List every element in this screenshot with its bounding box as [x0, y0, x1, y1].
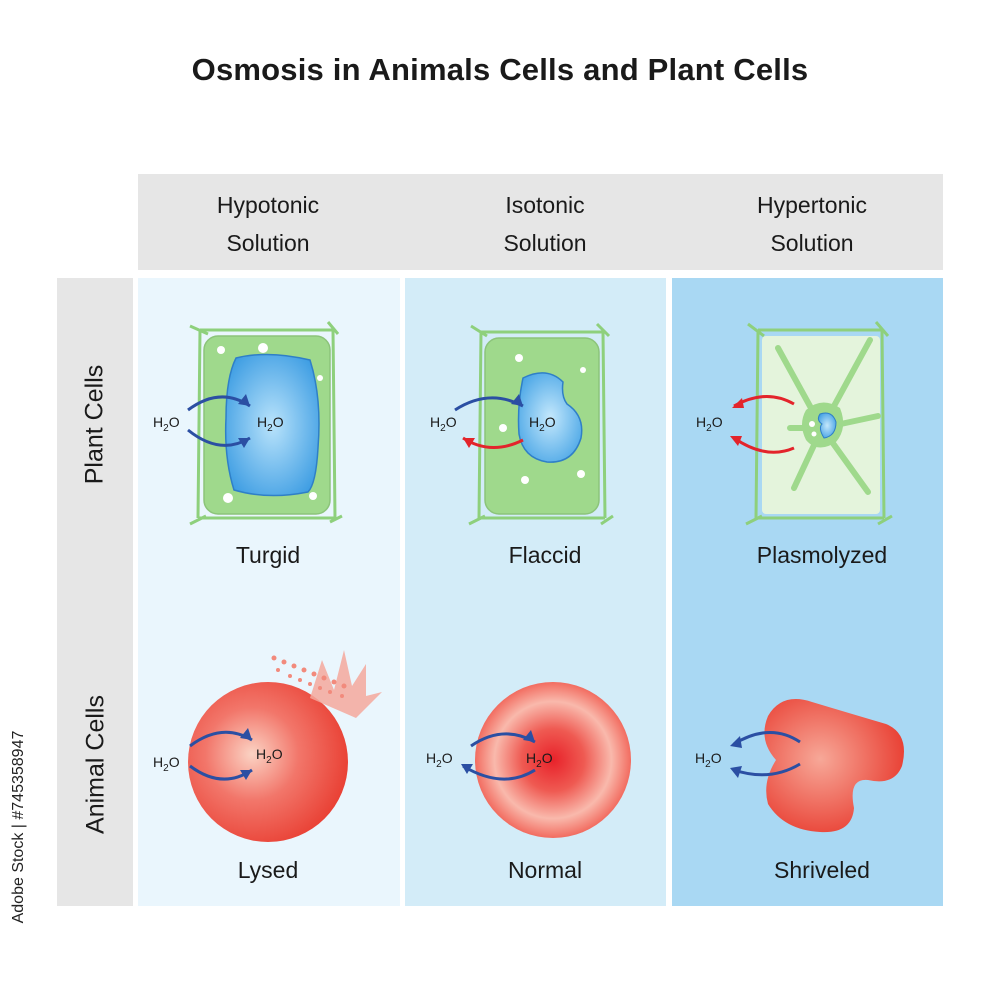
water-label: H2O: [426, 750, 453, 770]
normal-animal-cell: [461, 682, 631, 838]
column-header-line1: Hypotonic: [216, 192, 320, 218]
water-label: H2O: [695, 750, 722, 770]
plant-state-turgid: Turgid: [235, 542, 301, 568]
water-label: H2O: [153, 414, 180, 434]
column-header-isotonic: Isotonic Solution: [415, 186, 675, 262]
water-label: H2O: [526, 750, 553, 770]
column-header-line1: Isotonic: [505, 192, 585, 218]
diagram-title: Osmosis in Animals Cells and Plant Cells: [191, 52, 809, 87]
animal-state-shriveled: Shriveled: [774, 857, 870, 883]
column-header-line2: Solution: [770, 230, 854, 256]
plant-state-flaccid: Flaccid: [508, 542, 582, 568]
animal-state-lysed: Lysed: [237, 857, 299, 883]
shriveled-animal-cell: [730, 699, 904, 833]
water-label: H2O: [696, 414, 723, 434]
animal-state-normal: Normal: [507, 857, 583, 883]
row-label-plant-cells: Plant Cells: [80, 364, 109, 485]
water-label: H2O: [529, 414, 556, 434]
column-header-line1: Hypertonic: [757, 192, 867, 218]
column-header-bar: [138, 174, 943, 270]
water-label: H2O: [256, 746, 283, 766]
row-label-animal-cells: Animal Cells: [81, 695, 110, 834]
flaccid-plant-cell: [454, 322, 614, 526]
row-header-bar: [57, 278, 133, 906]
water-label: H2O: [153, 754, 180, 774]
column-header-hypertonic: Hypertonic Solution: [682, 186, 942, 262]
column-header-line2: Solution: [503, 230, 587, 256]
lysed-animal-cell: [188, 650, 382, 842]
water-label: H2O: [257, 414, 284, 434]
column-header-hypotonic: Hypotonic Solution: [138, 186, 398, 262]
column-header-line2: Solution: [226, 230, 310, 256]
plasmolyzed-plant-cell: [730, 321, 893, 526]
plant-state-plasmolyzed: Plasmolyzed: [756, 542, 888, 568]
water-label: H2O: [430, 414, 457, 434]
turgid-plant-cell: [187, 321, 343, 526]
stock-credit: Adobe Stock | #745358947: [10, 730, 27, 924]
